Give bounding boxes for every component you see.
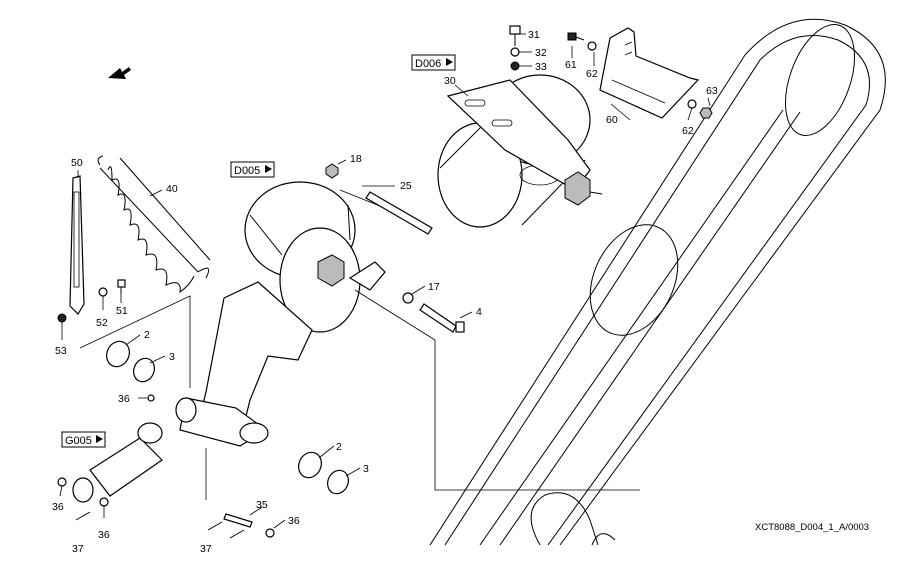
callout-40: 40 <box>166 183 178 195</box>
ring-2-left <box>106 340 130 368</box>
callout-2-right: 2 <box>336 441 342 453</box>
ring-2-right <box>298 451 322 479</box>
bolt-61 <box>567 32 585 41</box>
leader-lines <box>59 33 711 529</box>
washer-36-bottom <box>99 497 109 507</box>
callout-61: 61 <box>565 59 577 71</box>
pin-37-a <box>207 521 223 531</box>
callout-33: 33 <box>535 61 547 73</box>
circlip-3-right <box>327 469 349 495</box>
callout-52: 52 <box>96 317 108 329</box>
callout-37-left: 37 <box>72 543 84 555</box>
ref-box-g005[interactable]: G005 <box>61 431 106 448</box>
strap-50 <box>69 175 85 315</box>
callout-31: 31 <box>528 29 540 41</box>
ref-label-d005: D005 <box>234 165 260 177</box>
callout-51: 51 <box>116 305 128 317</box>
callout-2-left: 2 <box>144 329 150 341</box>
callout-36-right: 36 <box>288 515 300 527</box>
callout-17: 17 <box>428 281 440 293</box>
callout-4: 4 <box>476 306 482 318</box>
washer-62-upper <box>587 41 597 51</box>
ref-box-d005[interactable]: D005 <box>230 161 275 178</box>
callout-36-bottom: 36 <box>98 529 110 541</box>
callout-37-right: 37 <box>200 543 212 555</box>
roller-30 <box>437 74 603 228</box>
callout-62-upper: 62 <box>586 68 598 80</box>
callout-32: 32 <box>535 47 547 59</box>
washer-36-right <box>265 528 275 538</box>
washer-62-lower <box>687 99 697 109</box>
bolt-31 <box>509 25 521 46</box>
callout-62-lower: 62 <box>682 125 694 137</box>
callout-53: 53 <box>55 345 67 357</box>
washer-36-upper <box>147 394 155 402</box>
nut-53 <box>57 313 67 323</box>
washer-52 <box>98 287 108 297</box>
pin-35 <box>223 513 253 528</box>
nut-33 <box>510 61 520 71</box>
callout-30: 30 <box>444 75 456 87</box>
callout-35: 35 <box>256 499 268 511</box>
callout-18: 18 <box>350 153 362 165</box>
callout-3-right: 3 <box>363 463 369 475</box>
nut-18 <box>325 163 339 179</box>
washer-32 <box>510 47 520 57</box>
washer-36-left <box>57 477 67 487</box>
bolt-4 <box>419 303 465 333</box>
callout-63: 63 <box>706 85 718 97</box>
pin-37-b <box>229 529 245 539</box>
hydraulic-cylinder-g005 <box>72 422 163 503</box>
callout-3-left: 3 <box>169 351 175 363</box>
drawing-code: XCT8088_D004_1_A/0003 <box>755 522 869 533</box>
tension-spring-40 <box>97 155 211 294</box>
tensioner-arm <box>175 281 313 447</box>
callout-50: 50 <box>71 157 83 169</box>
callout-60: 60 <box>606 114 618 126</box>
pin-37-left <box>75 511 91 521</box>
ref-label-g005: G005 <box>65 435 92 447</box>
direction-arrow-icon <box>108 67 131 79</box>
ref-box-d006[interactable]: D006 <box>411 54 456 71</box>
drive-belt <box>429 18 886 546</box>
callout-25: 25 <box>400 180 412 192</box>
shaft-25 <box>365 191 433 235</box>
callout-36-upper: 36 <box>118 393 130 405</box>
washer-17 <box>402 292 414 304</box>
callout-labels: 31 32 33 30 61 62 60 62 63 50 40 18 25 1… <box>52 29 718 555</box>
tensioner-roller-d005 <box>244 181 361 333</box>
ref-label-d006: D006 <box>415 58 441 70</box>
bolt-51 <box>117 279 126 294</box>
circlip-3-left <box>133 357 155 383</box>
nut-63 <box>699 107 713 119</box>
bracket-60 <box>599 27 700 119</box>
rod-end-link <box>348 261 386 291</box>
callout-36-left: 36 <box>52 501 64 513</box>
